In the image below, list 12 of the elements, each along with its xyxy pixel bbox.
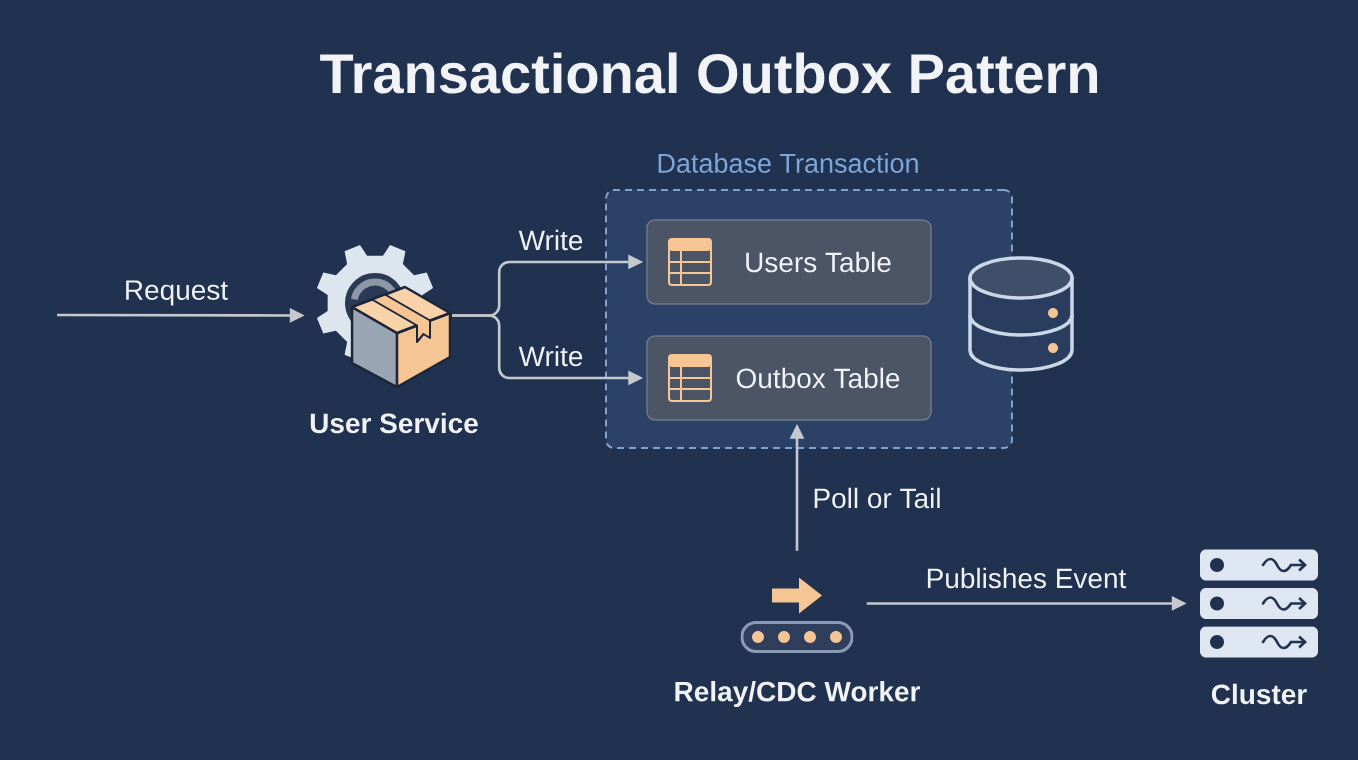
table-box: Users Table bbox=[646, 219, 932, 305]
service-label: User Service bbox=[310, 412, 478, 434]
cluster-label: Cluster bbox=[1211, 683, 1307, 705]
group-title: Database Transaction bbox=[658, 153, 918, 173]
edge-label: Write bbox=[518, 229, 583, 251]
edge-label: Poll or Tail bbox=[814, 487, 940, 509]
table-box: Outbox Table bbox=[646, 335, 932, 421]
edge-label: Request bbox=[126, 280, 228, 306]
title: Transactional Outbox Pattern bbox=[320, 52, 1098, 94]
edge-label: Write bbox=[518, 345, 583, 367]
worker-label: Relay/CDC Worker bbox=[675, 680, 920, 708]
edge-label: Publishes Event bbox=[927, 567, 1127, 589]
